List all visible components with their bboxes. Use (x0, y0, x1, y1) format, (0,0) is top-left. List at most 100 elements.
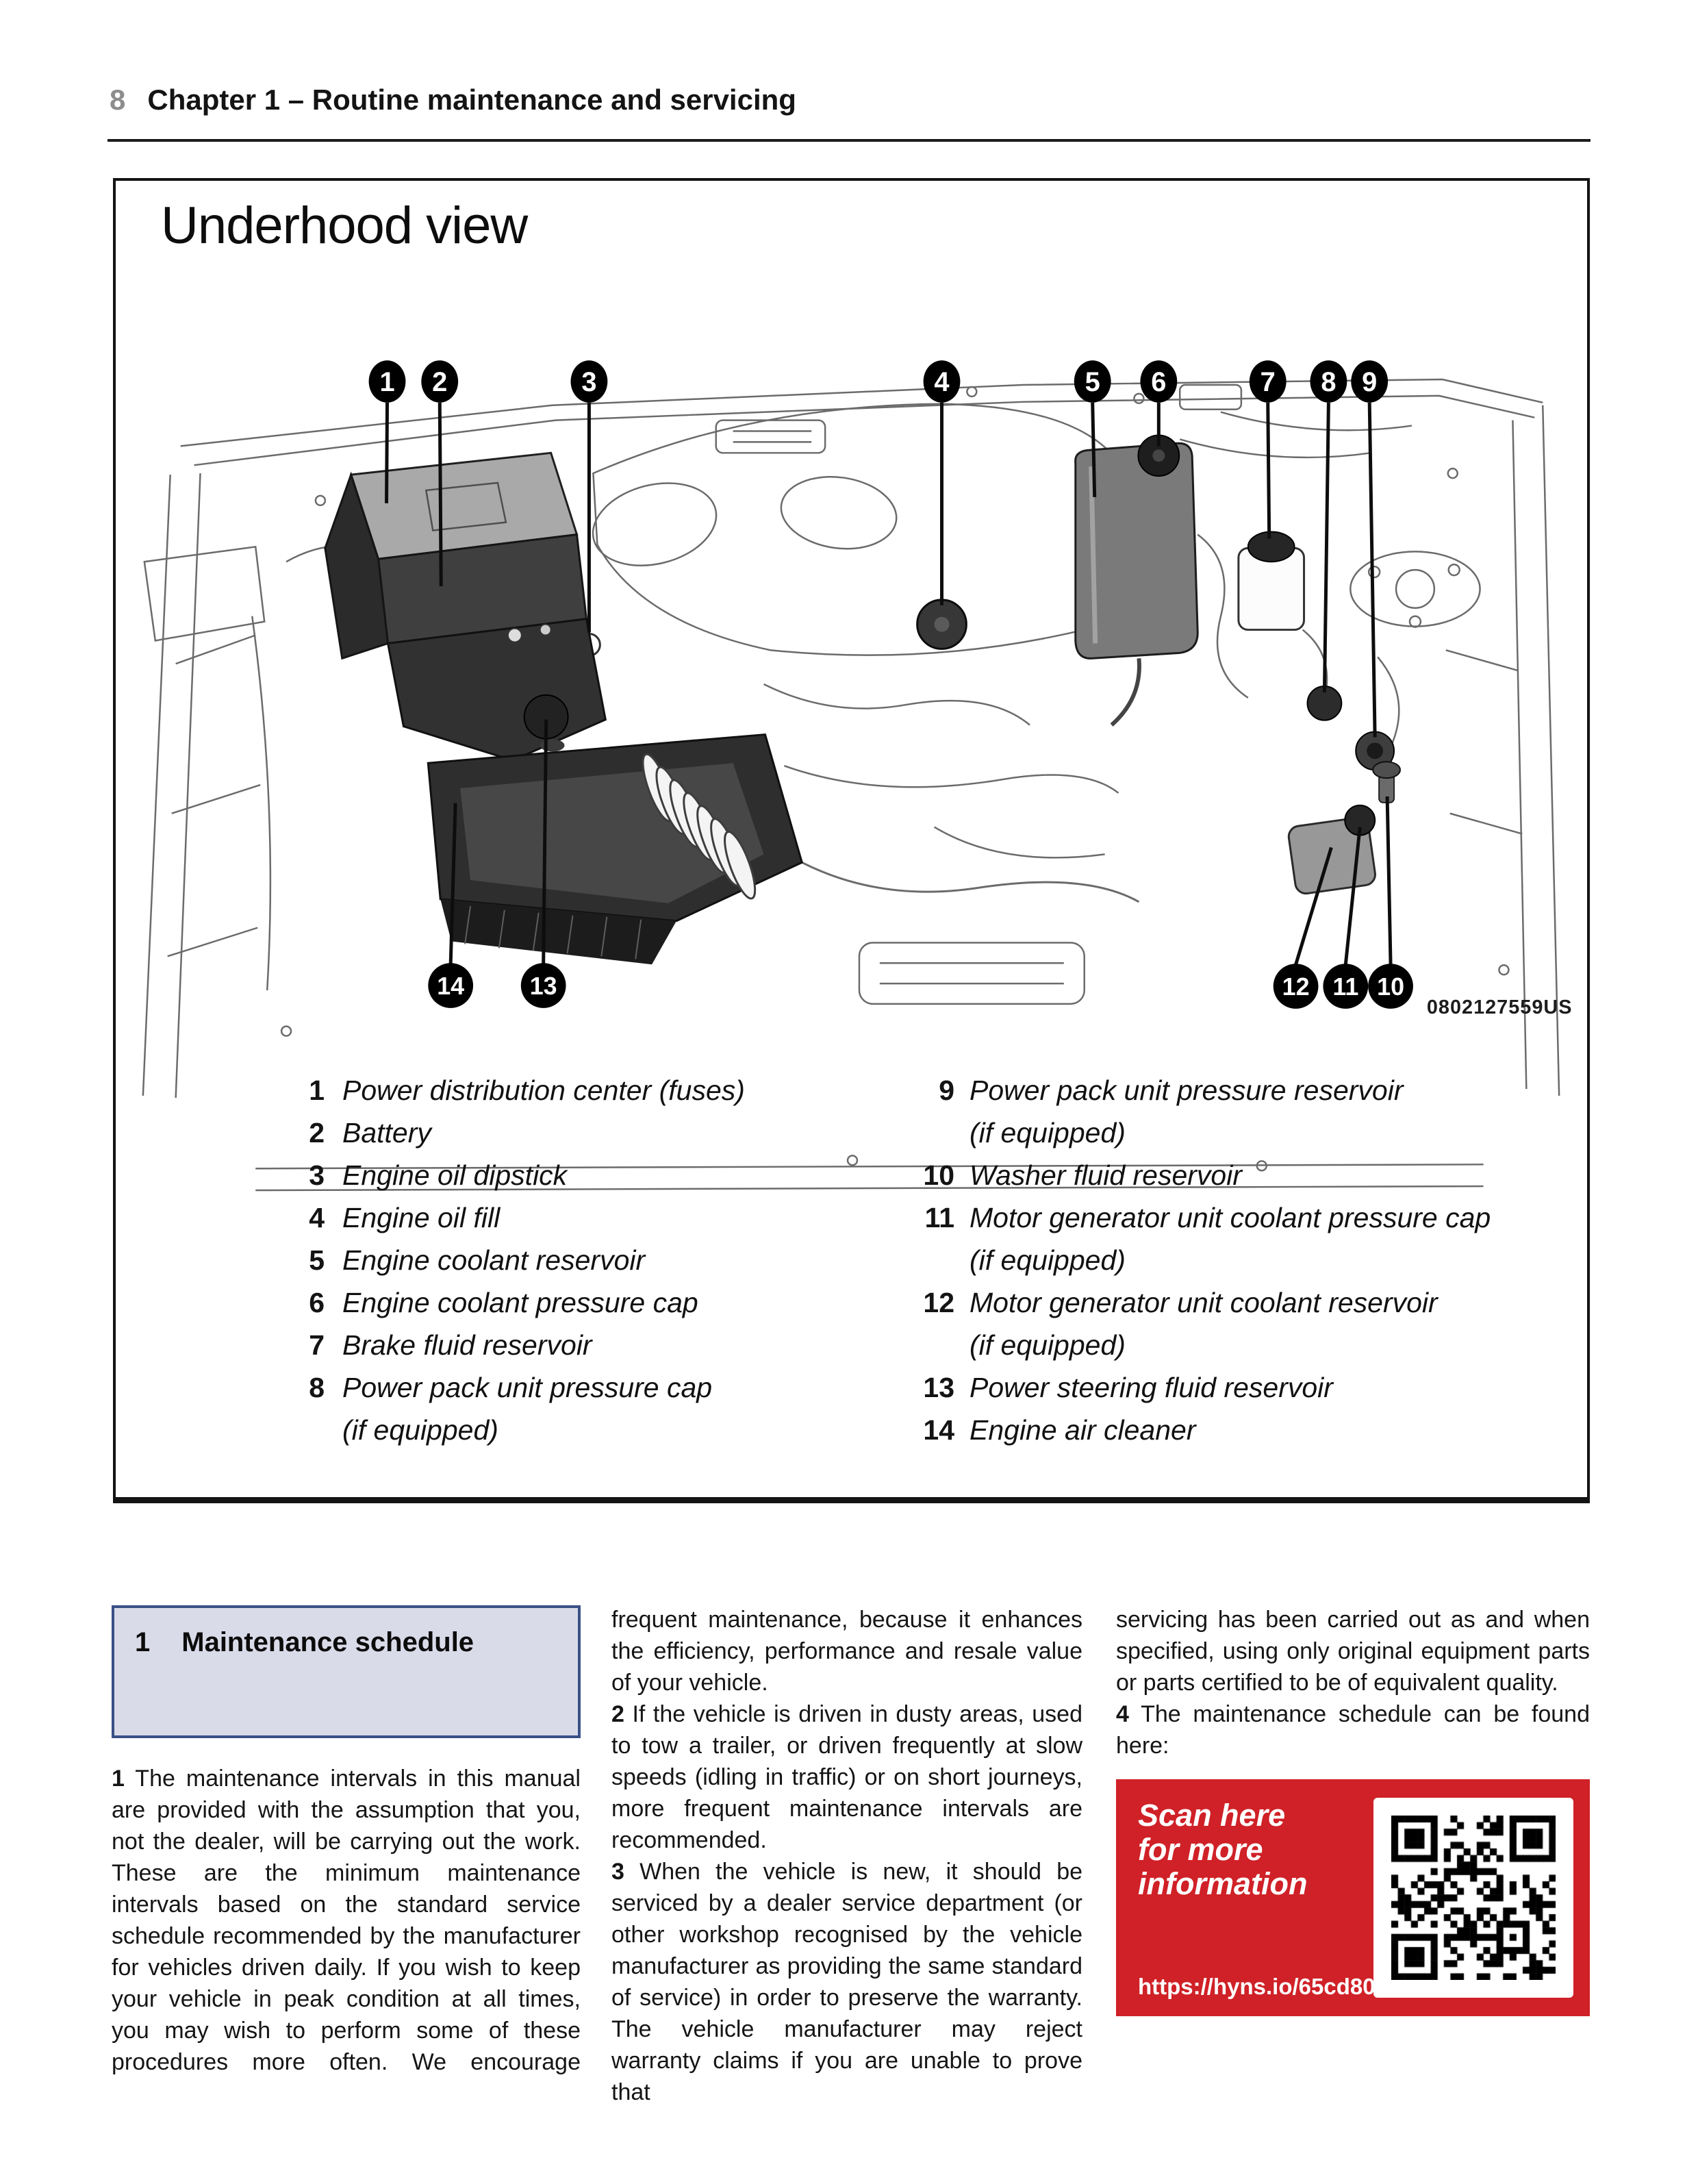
legend-item-note: (if equipped) (905, 1244, 1580, 1287)
legend-item-note: (if equipped) (905, 1117, 1580, 1159)
svg-text:12: 12 (1282, 973, 1310, 1001)
svg-text:13: 13 (530, 972, 557, 1000)
legend-item-number: 4 (309, 1202, 325, 1233)
legend-item-label: Battery (342, 1117, 431, 1149)
svg-text:8: 8 (1321, 367, 1336, 397)
battery (386, 618, 607, 762)
scan-url: https://hyns.io/65cd80d2 (1138, 1974, 1402, 1999)
engine-coolant-reservoir (1074, 442, 1199, 660)
callout-12: 12 (1273, 964, 1319, 1009)
maintenance-paragraph: servicing has been carried out as and wh… (1116, 1604, 1590, 1698)
brake-fluid-cap (1247, 531, 1295, 563)
paragraph-number: 3 (611, 1859, 624, 1885)
legend-item-label: Engine coolant pressure cap (342, 1287, 698, 1318)
paragraph-text: servicing has been carried out as and wh… (1116, 1607, 1590, 1696)
callout-9: 9 (1351, 360, 1389, 403)
legend-item-number: 14 (923, 1414, 954, 1446)
callout-7: 7 (1249, 360, 1287, 403)
legend-note-label: (if equipped) (970, 1117, 1126, 1149)
maintenance-paragraph: 4 The maintenance schedule can be found … (1116, 1698, 1590, 1761)
maintenance-column-1: 1 Maintenance schedule 1 The maintenance… (112, 1605, 581, 2078)
callout-11: 11 (1323, 964, 1369, 1009)
paragraph-text: If the vehicle is driven in dusty areas,… (611, 1701, 1083, 1853)
legend-item-label: Motor generator unit coolant pressure ca… (970, 1202, 1491, 1233)
legend-item-number: 8 (309, 1372, 325, 1403)
qr-code (1391, 1816, 1556, 1980)
callout-5: 5 (1074, 360, 1111, 403)
legend-item-label: Motor generator unit coolant reservoir (970, 1287, 1438, 1318)
callout-13: 13 (520, 963, 566, 1008)
callouts: 1 2 3 4 5 6 7 8 9 14 13 12 11 10 (368, 360, 1413, 1009)
callout-14: 14 (428, 963, 474, 1008)
legend-item-label: Power distribution center (fuses) (342, 1075, 745, 1106)
callout-6: 6 (1140, 360, 1178, 403)
callout-leader-lines (385, 402, 1393, 965)
svg-text:3: 3 (581, 367, 596, 397)
image-code: 0802127559US (1427, 996, 1573, 1018)
svg-text:10: 10 (1377, 973, 1404, 1001)
legend-item-number: 7 (309, 1329, 325, 1361)
paragraph-text: frequent maintenance, because it enhance… (611, 1607, 1082, 1696)
legend-item-label: Engine oil fill (342, 1202, 500, 1233)
callout-3: 3 (570, 360, 608, 403)
legend-item: 3 Engine oil dipstick (285, 1159, 874, 1202)
underhood-engine-diagram: 1 2 3 4 5 6 7 8 9 14 13 12 11 10 0802127… (142, 360, 1573, 1192)
engine-components (324, 434, 1402, 965)
paragraph-number: 2 (611, 1701, 624, 1727)
legend-item-label: Engine oil dipstick (342, 1159, 568, 1191)
legend-left-column: 1 Power distribution center (fuses) 2 Batte… (285, 1075, 874, 1457)
legend-item-note: (if equipped) (285, 1414, 874, 1457)
scan-line: Scan here (1138, 1798, 1286, 1833)
legend-item-note: (if equipped) (905, 1329, 1580, 1372)
legend-item-number: 3 (309, 1159, 325, 1191)
qr-code-panel (1373, 1798, 1573, 1998)
header-rule (107, 139, 1591, 142)
section-number: 1 (135, 1627, 151, 1657)
legend-item-label: Power pack unit pressure reservoir (970, 1075, 1404, 1106)
legend-item: 8 Power pack unit pressure cap (285, 1372, 874, 1414)
maintenance-paragraph: frequent maintenance, because it enhance… (611, 1604, 1082, 1698)
legend-item-number: 2 (309, 1117, 325, 1149)
svg-text:14: 14 (437, 972, 464, 1000)
paragraph-text: The maintenance schedule can be found he… (1116, 1701, 1590, 1759)
callout-1: 1 (368, 360, 406, 403)
svg-text:9: 9 (1362, 367, 1377, 397)
legend-item: 4 Engine oil fill (285, 1202, 874, 1244)
maintenance-paragraph: 2 If the vehicle is driven in dusty area… (611, 1698, 1082, 1856)
scan-info-box: Scan here for more information https://h… (1116, 1779, 1590, 2016)
legend-item-label: Power pack unit pressure cap (342, 1372, 713, 1403)
svg-text:2: 2 (432, 367, 447, 397)
callout-2: 2 (421, 360, 459, 403)
section-heading-box: 1 Maintenance schedule (112, 1605, 581, 1738)
scan-box-text: Scan here for more information (1138, 1798, 1371, 1901)
intake-bellows (642, 753, 757, 900)
legend-item-label: Washer fluid reservoir (970, 1159, 1242, 1191)
svg-text:1: 1 (379, 367, 394, 397)
legend-item: 5 Engine coolant reservoir (285, 1244, 874, 1287)
legend-item-number: 11 (924, 1202, 954, 1233)
svg-text:6: 6 (1151, 367, 1166, 397)
legend-item-number: 1 (309, 1075, 325, 1106)
callout-10: 10 (1368, 964, 1413, 1009)
chapter-title: Chapter 1 – Routine maintenance and serv… (147, 84, 796, 116)
legend-note-label: (if equipped) (970, 1244, 1126, 1276)
legend-item-label: Brake fluid reservoir (342, 1329, 592, 1361)
paragraph-number: 4 (1116, 1701, 1129, 1727)
svg-text:5: 5 (1085, 367, 1100, 397)
legend-item-label: Power steering fluid reservoir (970, 1372, 1333, 1403)
scan-line: for more (1138, 1832, 1263, 1867)
figure-title: Underhood view (161, 197, 528, 255)
washer-fluid-cap (1372, 761, 1402, 779)
legend-item-label: Engine coolant reservoir (342, 1244, 646, 1276)
svg-text:7: 7 (1260, 367, 1276, 397)
paragraph-number: 1 (112, 1766, 125, 1792)
paragraph-text: The maintenance intervals in this manual… (112, 1766, 581, 2075)
maintenance-paragraph: 1 The maintenance intervals in this manu… (112, 1763, 581, 2078)
svg-text:4: 4 (934, 367, 949, 397)
legend-item-number: 5 (309, 1244, 325, 1276)
